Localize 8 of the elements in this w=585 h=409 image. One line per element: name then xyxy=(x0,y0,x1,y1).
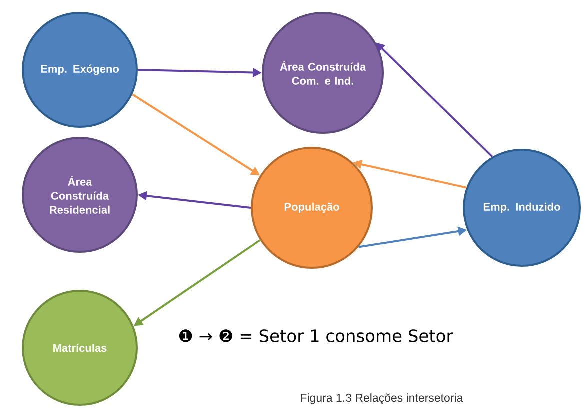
circle-node: Emp. Induzido xyxy=(463,149,581,267)
legend-note: ❶ → ❷ = Setor 1 consome Setor xyxy=(179,330,454,342)
circle-node: Área Construída Residencial xyxy=(22,137,138,253)
circle-node: Emp. Exógeno xyxy=(22,12,138,128)
circle-node: População xyxy=(251,147,373,269)
circle-node: Matrículas xyxy=(22,290,138,406)
circle-node: Área Construída Com. e Ind. xyxy=(262,12,384,134)
caption: Figura 1.3 Relações intersetoria xyxy=(301,394,464,404)
